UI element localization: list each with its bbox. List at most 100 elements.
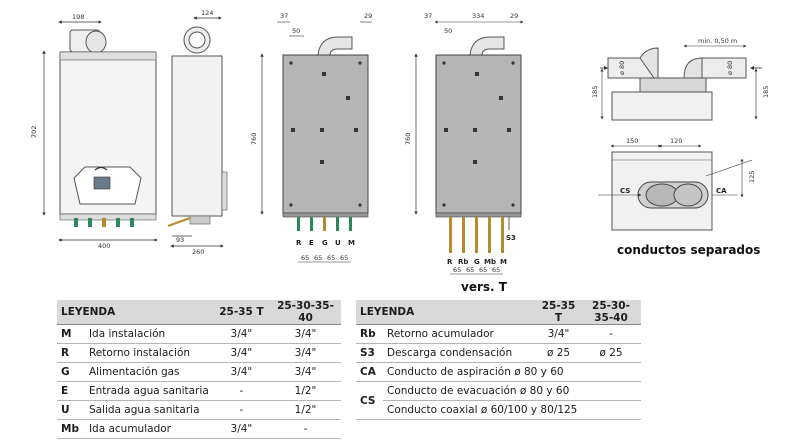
flue-label-ca: CA xyxy=(716,187,727,195)
legend-code: E xyxy=(57,381,85,401)
flue-detail: min. 0,50 m ø 80 ø 80 185 185 150 120 12… xyxy=(591,37,770,231)
legend-header-col2: 25-30-35-40 xyxy=(581,300,641,325)
legend-row: Mb Ida acumulador 3/4" - xyxy=(57,419,341,439)
legend-code: Mb xyxy=(57,419,85,439)
back-t-spacing-2: 65 xyxy=(466,266,474,274)
legend-code: CS xyxy=(356,381,383,420)
legend-code: G xyxy=(57,362,85,382)
legend-value-b: ø 25 xyxy=(581,343,641,363)
conn-label-t-M: M xyxy=(500,258,507,266)
back-t-spacing-1: 65 xyxy=(453,266,461,274)
front-view: 198 702 400 xyxy=(30,13,158,250)
legend-value-b: - xyxy=(270,419,341,439)
legend-desc: Entrada agua sanitaria xyxy=(84,381,213,401)
front-dim-top: 198 xyxy=(72,13,84,21)
legend-desc: Retorno instalación xyxy=(84,343,213,363)
flue-dim-185-left: 185 xyxy=(591,86,599,98)
legend-table-right: LEYENDA 25-35 T 25-30-35-40 Rb Retorno a… xyxy=(356,300,641,420)
legend-desc: Salida agua sanitaria xyxy=(84,400,213,420)
legend-value-a: - xyxy=(212,381,271,401)
conn-label-Rb: Rb xyxy=(458,258,468,266)
back-t-dim-50: 50 xyxy=(444,27,452,35)
conn-label-t-R: R xyxy=(447,258,453,266)
legend-value-a: 3/4" xyxy=(212,343,271,363)
back-dim-50: 50 xyxy=(292,27,300,35)
flue-dim-150: 150 xyxy=(626,137,638,145)
conn-label-M: M xyxy=(348,239,355,247)
flue-label-cs: CS xyxy=(620,187,630,195)
conn-label-U: U xyxy=(335,239,341,247)
back-view-t: 37 334 29 50 760 S3 R Rb G Mb M 65 65 65 xyxy=(404,12,524,275)
legend-desc: Descarga condensación xyxy=(383,343,536,363)
technical-drawing: 198 702 400 124 93 260 37 xyxy=(30,9,770,275)
back-dim-37: 37 xyxy=(280,12,288,20)
conn-label-Mb: Mb xyxy=(484,258,496,266)
front-dim-width: 400 xyxy=(98,242,110,250)
legend-code: CA xyxy=(356,362,383,382)
legend-row: R Retorno instalación 3/4" 3/4" xyxy=(57,343,341,363)
legend-header-col1: 25-35 T xyxy=(536,300,581,325)
back-spacing-2: 65 xyxy=(314,254,322,262)
conn-label-E: E xyxy=(309,239,314,247)
back-t-dim-29: 29 xyxy=(510,12,518,20)
conn-label-G: G xyxy=(322,239,328,247)
legend-code: R xyxy=(57,343,85,363)
legend-header-title: LEYENDA xyxy=(356,300,536,325)
legend-header-title: LEYENDA xyxy=(57,300,213,325)
legend-code: U xyxy=(57,400,85,420)
conn-label-t-G: G xyxy=(474,258,480,266)
legend-desc: Retorno acumulador xyxy=(383,324,536,344)
legend-desc: Ida instalación xyxy=(84,324,213,344)
side-dim-top: 124 xyxy=(201,9,213,17)
legend-desc: Ida acumulador xyxy=(84,419,213,439)
caption-separated-ducts: conductos separados xyxy=(617,243,761,257)
legend-row: U Salida agua sanitaria - 1/2" xyxy=(57,400,341,420)
legend-code: S3 xyxy=(356,343,383,363)
back-dim-29: 29 xyxy=(364,12,372,20)
side-dim-width: 260 xyxy=(192,248,204,256)
back-spacing-1: 65 xyxy=(301,254,309,262)
legend-table-left: LEYENDA 25-35 T 25-30-35-40 M Ida instal… xyxy=(57,300,341,439)
flue-dim-120: 120 xyxy=(670,137,682,145)
legend-header-col1: 25-35 T xyxy=(212,300,271,325)
back-t-spacing-3: 65 xyxy=(479,266,487,274)
legend-header-col2: 25-30-35-40 xyxy=(270,300,341,325)
legend-value-a: - xyxy=(212,400,271,420)
legend-desc: Conducto de evacuación ø 80 y 60 xyxy=(383,381,641,401)
legend-value-a: 3/4" xyxy=(212,324,271,344)
back-spacing-4: 65 xyxy=(340,254,348,262)
legend-desc: Alimentación gas xyxy=(84,362,213,382)
legend-value-b: 1/2" xyxy=(270,381,341,401)
side-view: 124 93 260 xyxy=(167,9,228,256)
legend-desc: Conducto de aspiración ø 80 y 60 xyxy=(383,362,641,382)
legend-code: M xyxy=(57,324,85,344)
back-t-dim-37: 37 xyxy=(424,12,432,20)
conn-label-S3: S3 xyxy=(506,234,516,242)
legend-value-a: 3/4" xyxy=(212,362,271,382)
legend-value-b: 3/4" xyxy=(270,362,341,382)
legend-header-row: LEYENDA 25-35 T 25-30-35-40 xyxy=(356,300,641,325)
flue-dim-d80-right: ø 80 xyxy=(726,61,734,75)
back-spacing-3: 65 xyxy=(327,254,335,262)
legend-row: G Alimentación gas 3/4" 3/4" xyxy=(57,362,341,382)
legend-row: E Entrada agua sanitaria - 1/2" xyxy=(57,381,341,401)
flue-dim-min: min. 0,50 m xyxy=(698,37,737,45)
legend-row: M Ida instalación 3/4" 3/4" xyxy=(57,324,341,344)
back-view: 37 29 50 760 R E G U M 65 65 65 65 xyxy=(250,12,372,263)
conn-label-R: R xyxy=(296,239,302,247)
legend-value-b: 3/4" xyxy=(270,324,341,344)
legend-value-a: 3/4" xyxy=(212,419,271,439)
back-t-dim-width: 334 xyxy=(472,12,484,20)
legend-row: Rb Retorno acumulador 3/4" - xyxy=(356,324,641,344)
legend-row: Conducto coaxial ø 60/100 y 80/125 xyxy=(356,400,641,420)
legend-row: CA Conducto de aspiración ø 80 y 60 xyxy=(356,362,641,382)
flue-dim-185-right: 185 xyxy=(762,86,770,98)
legend-row: S3 Descarga condensación ø 25 ø 25 xyxy=(356,343,641,363)
legend-header-row: LEYENDA 25-35 T 25-30-35-40 xyxy=(57,300,341,325)
front-dim-height: 702 xyxy=(30,126,38,138)
legend-value-b: 3/4" xyxy=(270,343,341,363)
legend-value-a: 3/4" xyxy=(536,324,581,344)
back-t-spacing-4: 65 xyxy=(492,266,500,274)
legend-value-b: 1/2" xyxy=(270,400,341,420)
legend-desc: Conducto coaxial ø 60/100 y 80/125 xyxy=(383,400,641,420)
